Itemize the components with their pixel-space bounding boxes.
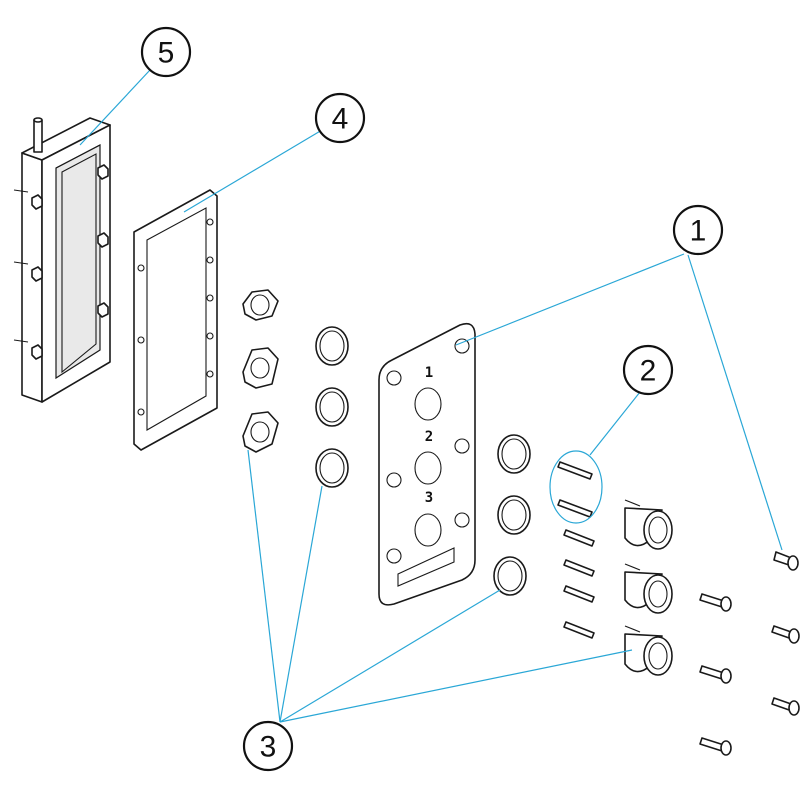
front-plate: 1 2 3 [378, 322, 476, 606]
plate-label-1: 1 [425, 365, 433, 381]
callout-4: 4 [314, 92, 366, 144]
o-rings-right [493, 434, 531, 596]
callout-2: 2 [622, 344, 674, 396]
plate-label-2: 2 [425, 429, 433, 445]
housing-box [13, 117, 111, 403]
gasket-frame [133, 189, 218, 451]
svg-text:4: 4 [332, 103, 349, 136]
svg-text:2: 2 [640, 355, 657, 388]
callout-1: 1 [672, 204, 724, 256]
callout-5: 5 [140, 26, 192, 78]
screws [699, 551, 800, 756]
plate-label-3: 3 [425, 490, 433, 506]
bushings [624, 499, 673, 676]
callout-3: 3 [242, 720, 294, 772]
pins [557, 461, 595, 639]
svg-text:1: 1 [690, 215, 707, 248]
o-rings-left [315, 326, 349, 488]
leader-lines [79, 69, 783, 723]
hex-nuts [242, 289, 279, 453]
svg-text:5: 5 [158, 37, 175, 70]
svg-text:3: 3 [260, 731, 277, 764]
